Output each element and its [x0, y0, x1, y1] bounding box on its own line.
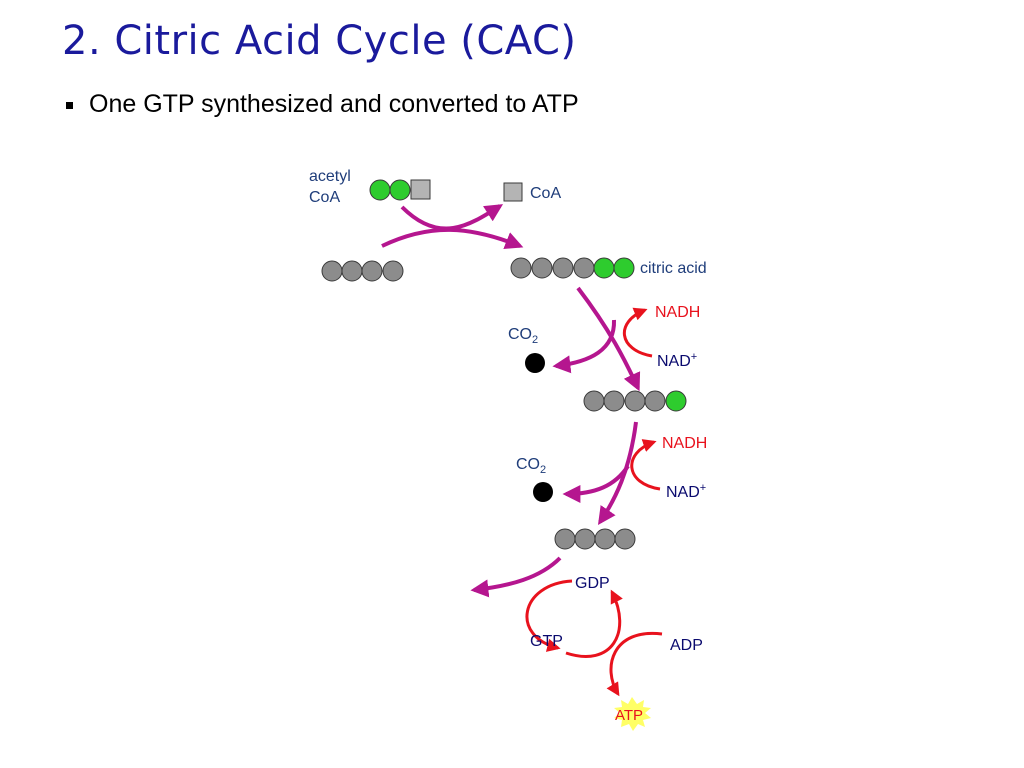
carbon-atom-icon — [389, 179, 411, 201]
nad-label-2: NAD+ — [666, 482, 706, 501]
coa-square-icon — [410, 179, 431, 200]
carbon-atom-icon — [510, 257, 532, 279]
co2-release-arrow-1 — [552, 319, 617, 374]
gtp-to-gdp-arrow — [565, 589, 623, 658]
acetyl-label: acetyl — [309, 168, 351, 185]
atp-label: ATP — [615, 707, 643, 724]
nad-label-1: NAD+ — [657, 351, 697, 370]
bullet-text: One GTP synthesized and converted to ATP — [89, 90, 579, 118]
oxaloacetate-to-citrate-arrow — [381, 227, 524, 250]
carbon-atom-icon — [573, 257, 595, 279]
carbon-atom-icon — [613, 257, 635, 279]
carbon-atom-icon — [554, 528, 576, 550]
co2-label-1: CO2 — [508, 326, 538, 346]
nad-reduction-arrow-2 — [630, 439, 661, 491]
carbon-atom-icon — [341, 260, 363, 282]
bullet-square-icon — [66, 102, 73, 109]
coa-label: CoA — [530, 185, 561, 202]
carbon-atom-icon — [552, 257, 574, 279]
carbon-atom-icon — [624, 390, 646, 412]
carbon-atom-icon — [382, 260, 404, 282]
citric-acid-label: citric acid — [640, 260, 707, 277]
carbon-atom-icon — [531, 257, 553, 279]
carbon-atom-icon — [361, 260, 383, 282]
coa-square-icon — [503, 182, 523, 202]
nadh-label-1: NADH — [655, 304, 700, 321]
adp-to-atp-arrow — [606, 631, 663, 697]
succinyl-molecule — [554, 528, 636, 550]
carbon-atom-icon — [574, 528, 596, 550]
co2-release-arrow-2 — [562, 464, 630, 503]
co2-molecule-icon — [525, 353, 545, 373]
atp-starburst-icon — [614, 697, 651, 731]
slide-title: 2. Citric Acid Cycle (CAC) — [62, 18, 577, 64]
acetyl-to-coa-arrow — [400, 204, 504, 231]
carbon-atom-icon — [665, 390, 687, 412]
carbon-atom-icon — [603, 390, 625, 412]
carbon-atom-icon — [614, 528, 636, 550]
carbon-atom-icon — [594, 528, 616, 550]
nad-reduction-arrow-1 — [623, 307, 653, 358]
citric-acid-molecule — [510, 257, 635, 279]
carbon-atom-icon — [369, 179, 391, 201]
adp-label: ADP — [670, 637, 703, 654]
carbon-atom-icon — [593, 257, 615, 279]
oxaloacetate-molecule — [321, 260, 404, 282]
co2-label-2: CO2 — [516, 456, 546, 476]
gdp-to-gtp-arrow — [525, 579, 573, 652]
acetyl-coa-molecule — [369, 179, 431, 201]
gdp-label: GDP — [575, 575, 610, 592]
acetyl-coa-label: CoA — [309, 189, 340, 206]
carbon-atom-icon — [644, 390, 666, 412]
nadh-label-2: NADH — [662, 435, 707, 452]
step3-main-arrow — [470, 556, 562, 598]
bullet-item: One GTP synthesized and converted to ATP — [66, 90, 579, 119]
gtp-label: GTP — [530, 633, 563, 650]
alpha-ketoglutarate-molecule — [583, 390, 687, 412]
step2-main-arrow — [597, 421, 638, 525]
step1-main-arrow — [576, 286, 641, 392]
carbon-atom-icon — [321, 260, 343, 282]
carbon-atom-icon — [583, 390, 605, 412]
co2-molecule-icon — [533, 482, 553, 502]
